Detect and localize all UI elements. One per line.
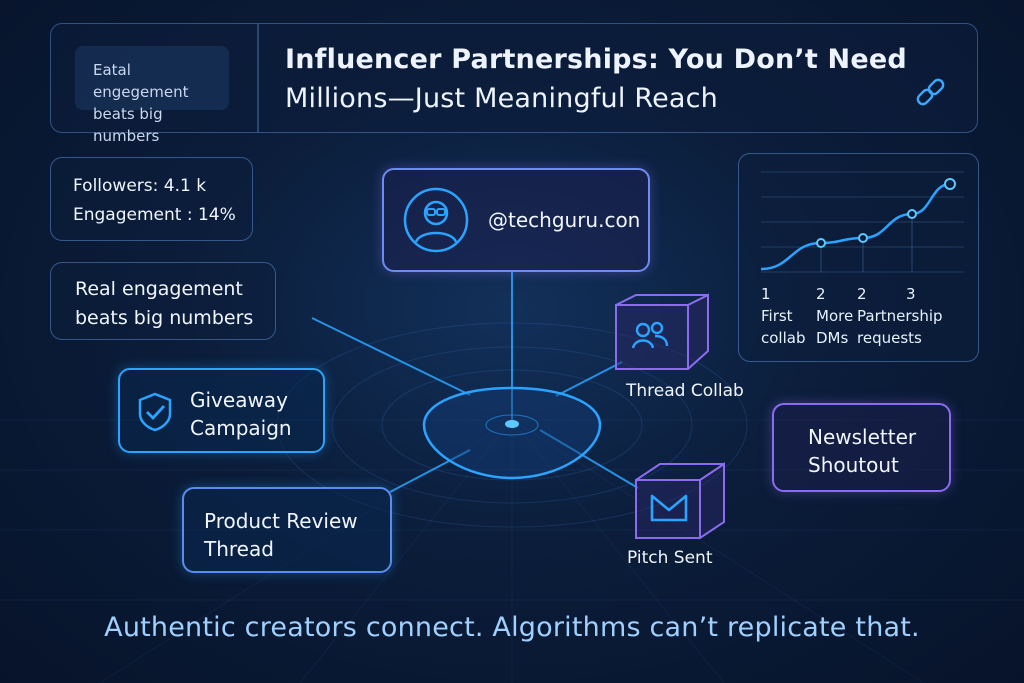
header-divider bbox=[257, 24, 259, 132]
chart-annotation-number: 2 bbox=[816, 285, 826, 303]
chart-annotation-label: DMs bbox=[816, 329, 848, 347]
chart-annotation-label: First bbox=[761, 307, 793, 325]
footer-tagline: Authentic creators connect. Algorithms c… bbox=[104, 612, 920, 643]
chart-point bbox=[944, 178, 956, 190]
avatar-icon bbox=[403, 187, 469, 253]
connector-product-review bbox=[389, 449, 471, 493]
chart-annotation-label: requests bbox=[857, 329, 922, 347]
page-title: Influencer Partnerships: You Don’t Need … bbox=[285, 44, 907, 114]
connector-pitch-sent bbox=[539, 429, 639, 489]
chart-annotation-label: Partnership bbox=[857, 307, 943, 325]
giveaway-campaign-node[interactable]: Giveaway Campaign bbox=[118, 368, 325, 453]
header-tag: Eatal engegement beats big numbers bbox=[75, 46, 229, 145]
thread-collab-cube[interactable] bbox=[612, 293, 712, 373]
chart-point bbox=[858, 233, 868, 243]
followers-stat: Followers: 4.1 k bbox=[73, 176, 207, 196]
stats-card: Followers: 4.1 k Engagement : 14% bbox=[50, 157, 253, 241]
header-banner: Eatal engegement beats big numbers Influ… bbox=[50, 23, 978, 145]
chart-annotation-label: More bbox=[816, 307, 853, 325]
thread-collab-label: Thread Collab bbox=[626, 381, 744, 401]
chart-annotation-label: collab bbox=[761, 329, 805, 347]
mail-icon bbox=[650, 494, 688, 522]
connector-thread-collab bbox=[555, 361, 623, 397]
chart-point bbox=[816, 238, 826, 248]
chart-annotation-number: 1 bbox=[761, 285, 771, 303]
growth-chart: 1Firstcollab2MoreDMs2Partnershiprequests… bbox=[760, 171, 964, 347]
profile-handle: @techguru.con bbox=[488, 208, 641, 232]
chart-point bbox=[907, 209, 917, 219]
newsletter-shoutout-node[interactable]: Newsletter Shoutout bbox=[772, 403, 951, 492]
pitch-sent-label: Pitch Sent bbox=[627, 548, 713, 568]
real-engagement-card: Real engagement beats big numbers bbox=[50, 262, 276, 340]
central-hub bbox=[422, 386, 602, 480]
connector-real-engagement bbox=[311, 317, 471, 396]
engagement-stat: Engagement : 14% bbox=[73, 205, 236, 225]
chart-annotation-number: 2 bbox=[857, 285, 867, 303]
product-review-node[interactable]: Product Review Thread bbox=[182, 487, 392, 573]
hub-dot bbox=[505, 420, 519, 428]
link-icon bbox=[916, 78, 945, 106]
users-icon bbox=[631, 321, 669, 349]
profile-card[interactable]: @techguru.con bbox=[382, 168, 650, 272]
check-shield-icon bbox=[138, 392, 172, 432]
chart-annotation-number: 3 bbox=[906, 285, 916, 303]
